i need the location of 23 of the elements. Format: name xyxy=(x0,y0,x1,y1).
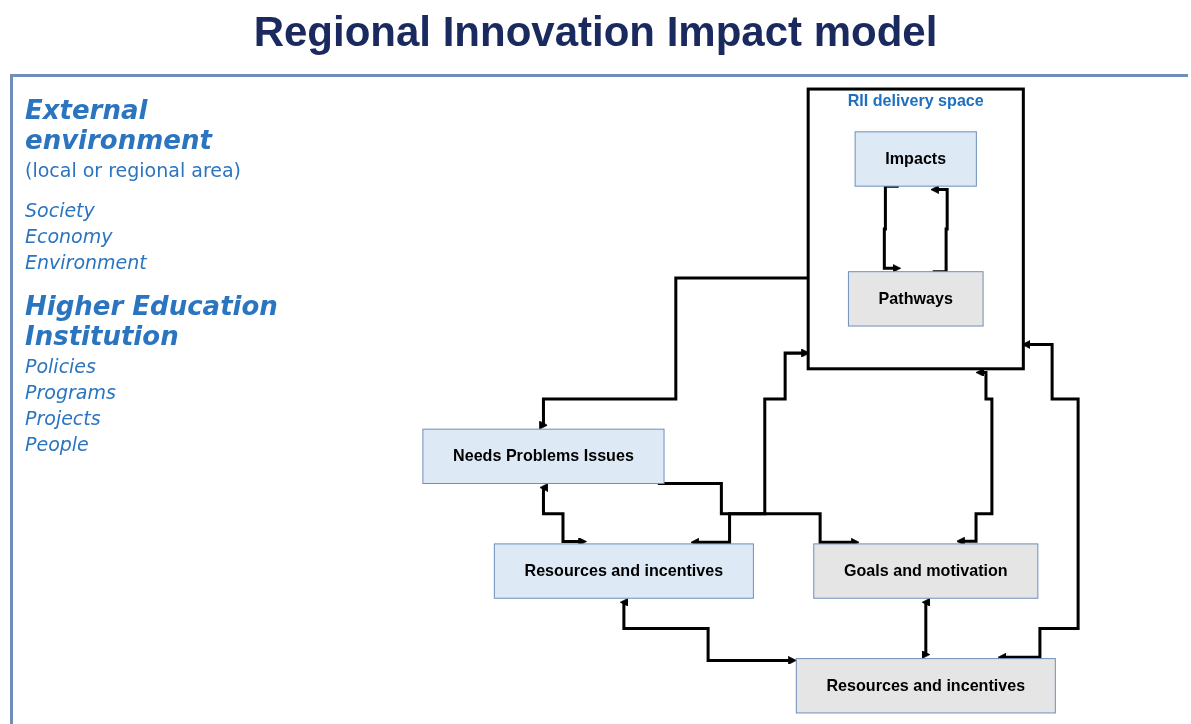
node-box xyxy=(813,542,1039,599)
category-label: Society xyxy=(25,199,96,221)
arrow xyxy=(619,597,797,665)
node-box xyxy=(847,270,984,327)
category-label: Policies xyxy=(25,355,97,377)
arrow xyxy=(921,597,931,659)
category-label: (local or regional area) xyxy=(25,159,243,181)
diagram-title: Regional Innovation Impact model xyxy=(252,8,939,56)
arrow xyxy=(930,184,949,273)
arrow xyxy=(882,184,902,273)
category-label: Programs xyxy=(25,381,117,403)
category-label: People xyxy=(25,433,90,455)
section-heading: Higher Education Institution xyxy=(25,291,279,351)
node-box xyxy=(422,428,665,484)
category-label: Projects xyxy=(25,407,102,429)
node-box xyxy=(493,542,754,599)
node-box xyxy=(854,130,977,187)
frame-panel: External environment (local or regional area) Society Economy Environment Higher Education Institution Policies Programs Projects People RII delivery space Impacts Pathways Needs Problems Issues Resources and incentives Goals and motivation Resources and incentives xyxy=(10,74,1188,724)
node-box xyxy=(795,657,1056,713)
category-label: Environment xyxy=(25,251,149,273)
cluster xyxy=(806,87,1025,370)
section-heading: External environment xyxy=(25,95,214,155)
category-label: Economy xyxy=(25,225,114,247)
